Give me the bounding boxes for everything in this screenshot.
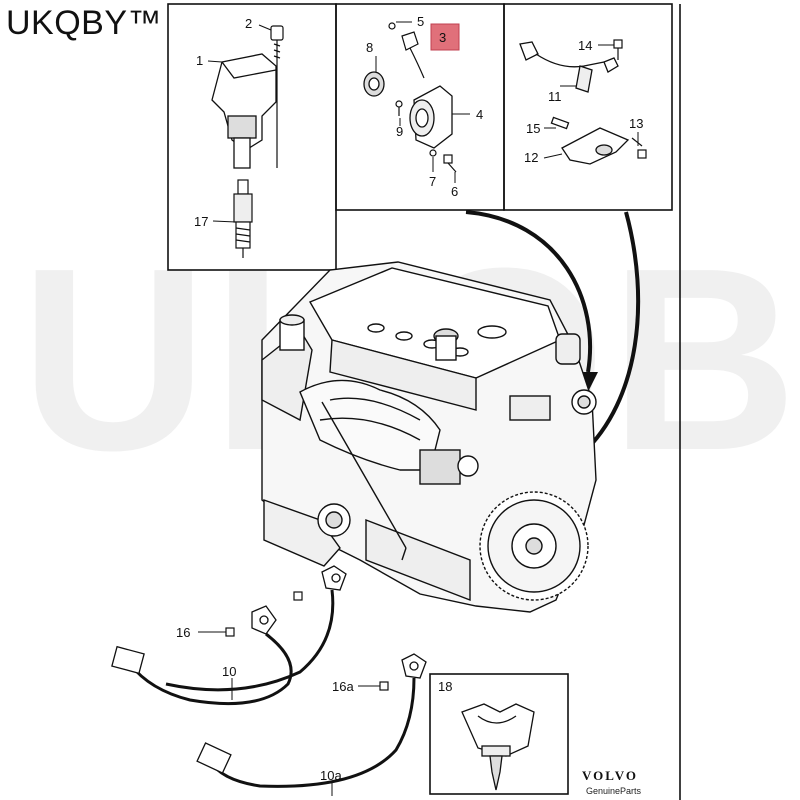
flywheel-icon bbox=[479, 491, 589, 601]
callout-18: 18 bbox=[438, 679, 452, 694]
callout-16: 16 bbox=[176, 625, 190, 640]
ignition-coil-icon bbox=[211, 53, 277, 169]
seal-ring-icon bbox=[363, 71, 385, 97]
callout-5: 5 bbox=[417, 14, 424, 29]
callout-4: 4 bbox=[476, 107, 483, 122]
location-arrows bbox=[465, 210, 641, 456]
sensor-bolts-icon bbox=[395, 100, 457, 173]
inset-crankshaft-sensor bbox=[503, 3, 673, 211]
inset-clip bbox=[429, 673, 569, 795]
coil-bolt-icon bbox=[270, 25, 284, 168]
harness-clip-icon bbox=[461, 703, 535, 791]
callout-15: 15 bbox=[526, 121, 540, 136]
callout-8: 8 bbox=[366, 40, 373, 55]
callout-2: 2 bbox=[245, 16, 252, 31]
knock-sensor-icon bbox=[251, 565, 427, 679]
callout-10: 10 bbox=[222, 664, 236, 679]
callout-12: 12 bbox=[524, 150, 538, 165]
crank-bolts-icon bbox=[613, 39, 647, 159]
callout-6: 6 bbox=[451, 184, 458, 199]
callout-11: 11 bbox=[548, 89, 562, 104]
connector-plug-icon bbox=[388, 22, 425, 79]
brand-title: UKQBY™ bbox=[6, 4, 163, 42]
genuine-parts-tagline: GenuineParts bbox=[586, 786, 642, 796]
crank-sensor-icon bbox=[519, 41, 619, 93]
callout-13: 13 bbox=[629, 116, 643, 131]
callout-17: 17 bbox=[194, 214, 208, 229]
knock-sensor-bolts-icon bbox=[225, 591, 389, 691]
callout-1: 1 bbox=[196, 53, 203, 68]
volvo-logo: VOLVO bbox=[582, 768, 638, 783]
spark-plug-icon bbox=[233, 179, 253, 258]
callout-9: 9 bbox=[396, 124, 403, 139]
callout-7: 7 bbox=[429, 174, 436, 189]
wiring-harness-icon bbox=[128, 589, 416, 788]
crank-bracket-icon bbox=[550, 116, 630, 165]
camshaft-sensor-icon bbox=[409, 85, 453, 149]
callout-3: 3 bbox=[439, 30, 446, 45]
highlight-box bbox=[430, 23, 460, 51]
callout-16a: 16a bbox=[332, 679, 354, 694]
harness-connector-icon bbox=[111, 645, 232, 774]
callout-14: 14 bbox=[578, 38, 592, 53]
callout-10a: 10a bbox=[320, 768, 342, 783]
